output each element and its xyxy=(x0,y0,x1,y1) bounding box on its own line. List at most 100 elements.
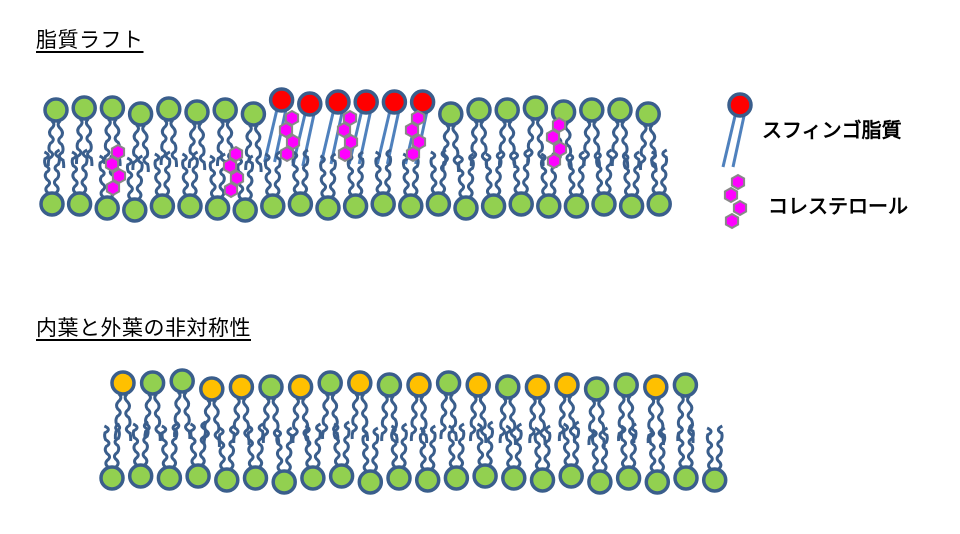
phospholipid-tail xyxy=(153,392,162,442)
phospholipid-tail xyxy=(246,154,255,201)
phospholipid-tail xyxy=(320,392,330,440)
phospholipid-head xyxy=(615,465,642,491)
cholesterol-molecule xyxy=(545,116,568,170)
phospholipid-tail xyxy=(536,117,545,167)
phospholipid-tail xyxy=(418,426,427,471)
phospholipid-tail xyxy=(468,394,478,442)
phospholipid-tail xyxy=(686,422,695,469)
phospholipid-tail xyxy=(533,426,542,471)
lipid-raft-bilayer xyxy=(39,87,672,223)
phospholipid-tail xyxy=(650,150,659,195)
phospholipid-tail xyxy=(660,148,669,195)
phospholipid-tail xyxy=(457,154,466,199)
phospholipid-tail xyxy=(429,150,438,195)
phospholipid-tail xyxy=(409,394,419,442)
phospholipid-tail xyxy=(629,422,638,469)
phospholipid-tail xyxy=(227,424,236,471)
cholesterol-molecule xyxy=(404,109,427,163)
phospholipid-tail xyxy=(301,148,310,195)
green-phospholipid-head xyxy=(672,372,699,398)
phospholipid-tail xyxy=(285,426,294,473)
phospholipid-head xyxy=(300,465,326,491)
phospholipid-tail xyxy=(539,152,548,197)
orange-phospholipid-head xyxy=(406,372,432,398)
phospholipid-tail xyxy=(131,422,140,467)
cholesterol-ring xyxy=(228,145,244,163)
cholesterol-ring xyxy=(336,121,352,139)
green-phospholipid-head xyxy=(583,376,610,402)
phospholipid-tail xyxy=(597,398,606,448)
phospholipid-head xyxy=(287,191,314,217)
phospholipid-tail xyxy=(538,396,547,446)
phospholipid-tail xyxy=(190,150,199,197)
phospholipid-head xyxy=(212,97,238,123)
phospholipid-head xyxy=(71,95,97,121)
cholesterol-ring xyxy=(405,145,421,163)
phospholipid-tail xyxy=(163,150,172,197)
phospholipid-tail xyxy=(428,424,437,471)
phospholipid-tail xyxy=(84,117,94,167)
orange-phospholipid-head xyxy=(287,374,314,400)
phospholipid-tail xyxy=(567,152,576,197)
phospholipid-head xyxy=(536,193,562,219)
phospholipid-tail xyxy=(567,394,577,444)
phospholipid-tail xyxy=(169,118,179,168)
phospholipid-head xyxy=(342,193,369,219)
phospholipid-tail xyxy=(328,152,337,199)
phospholipid-tail xyxy=(466,152,475,199)
phospholipid-tail xyxy=(189,422,198,467)
phospholipid-tail xyxy=(595,150,604,195)
phospholipid-tail xyxy=(626,394,636,444)
phospholipid-head xyxy=(635,101,661,127)
phospholipid-tail xyxy=(592,119,602,169)
phospholipid-tail xyxy=(616,394,626,442)
phospholipid-tail xyxy=(246,424,255,469)
sphingolipid-head xyxy=(297,91,323,117)
orange-phospholipid-head xyxy=(110,370,136,396)
phospholipid-tail xyxy=(478,394,488,444)
green-phospholipid-head xyxy=(169,368,195,394)
green-phospholipid-head xyxy=(139,370,166,396)
phospholipid-head xyxy=(156,96,182,122)
phospholipid-tail xyxy=(254,123,263,173)
phospholipid-tail xyxy=(244,123,253,171)
phospholipid-tail xyxy=(197,121,207,171)
phospholipid-tail xyxy=(390,424,399,469)
phospholipid-tail xyxy=(141,420,150,467)
phospholipid-tail xyxy=(498,396,508,444)
cholesterol-ring xyxy=(337,145,353,163)
phospholipid-tail xyxy=(399,422,408,469)
phospholipid-tail xyxy=(484,152,493,197)
phospholipid-head xyxy=(184,99,210,125)
phospholipid-tail xyxy=(441,123,451,171)
phospholipid-tail xyxy=(208,154,217,199)
phospholipid-head xyxy=(618,193,645,219)
cholesterol-ring xyxy=(545,128,561,146)
cholesterol-ring xyxy=(110,143,126,161)
phospholipid-tail xyxy=(56,119,66,169)
phospholipid-tail xyxy=(181,152,190,197)
orange-phospholipid-head xyxy=(554,372,580,398)
phospholipid-tail xyxy=(46,119,56,167)
phospholipid-tail xyxy=(273,150,282,197)
phospholipid-tail xyxy=(439,148,448,195)
cholesterol-ring xyxy=(278,121,294,139)
cholesterol-molecule xyxy=(104,143,127,197)
phospholipid-tail xyxy=(170,422,179,469)
phospholipid-tail xyxy=(619,424,628,469)
phospholipid-tail xyxy=(125,156,134,201)
phospholipid-head xyxy=(260,193,286,219)
phospholipid-head xyxy=(472,463,498,489)
legend-cholesterol-icon xyxy=(723,173,748,230)
phospholipid-head xyxy=(466,97,492,123)
phospholipid-head xyxy=(315,195,341,221)
cholesterol-ring xyxy=(411,133,427,151)
orange-phospholipid-head xyxy=(228,374,255,400)
phospholipid-head xyxy=(66,191,93,217)
phospholipid-tail xyxy=(604,148,613,195)
phospholipid-tail xyxy=(187,121,197,169)
phospholipid-tail xyxy=(153,152,162,197)
green-phospholipid-head xyxy=(613,372,639,398)
phospholipid-head xyxy=(370,191,396,217)
phospholipid-tail xyxy=(582,119,592,167)
